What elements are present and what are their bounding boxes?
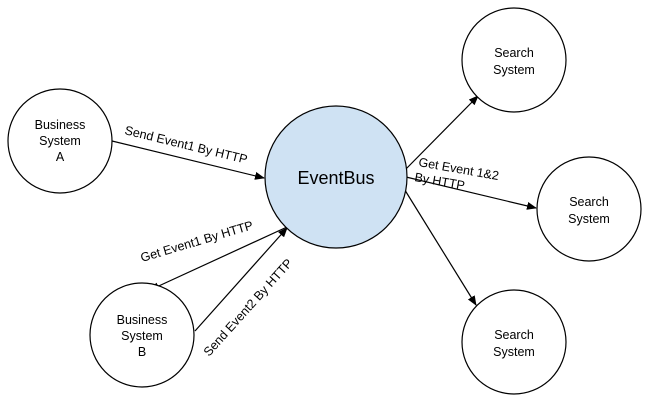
- node-search-mid-label-1: Search: [569, 195, 609, 209]
- node-search-system-top: Search System: [461, 7, 567, 113]
- edge-eventbus-to-search-top: [402, 95, 479, 173]
- edge-a-to-eventbus: [111, 140, 265, 180]
- edge-eventbus-to-search-bottom: [402, 186, 477, 306]
- edge-label-send-event1: Send Event1 By HTTP: [123, 123, 249, 166]
- edge-b-to-eventbus: [194, 227, 288, 332]
- node-search-top-circle: [461, 7, 567, 113]
- node-business-b-label-2: System: [121, 329, 163, 343]
- node-business-system-b: Business System B: [89, 282, 195, 388]
- node-search-bottom-label-2: System: [493, 345, 535, 359]
- node-search-system-bottom: Search System: [461, 289, 567, 395]
- node-search-bottom-label-1: Search: [494, 328, 534, 342]
- node-search-bottom-circle: [461, 289, 567, 395]
- edge-label-get-event1: Get Event1 By HTTP: [139, 218, 255, 265]
- node-business-a-label-3: A: [56, 150, 65, 164]
- node-search-mid-circle: [536, 156, 642, 262]
- node-business-a-label-1: Business: [35, 118, 86, 132]
- node-eventbus-label: EventBus: [297, 168, 374, 188]
- node-business-a-circle: [7, 88, 113, 194]
- node-business-system-a: Business System A: [7, 88, 113, 194]
- node-business-a-label-2: System: [39, 134, 81, 148]
- node-eventbus-circle: [264, 105, 408, 249]
- node-business-b-label-3: B: [138, 345, 146, 359]
- node-search-mid-label-2: System: [568, 212, 610, 226]
- node-search-system-mid: Search System: [536, 156, 642, 262]
- node-search-top-label-1: Search: [494, 46, 534, 60]
- node-eventbus: EventBus: [264, 105, 408, 249]
- node-business-b-label-1: Business: [117, 313, 168, 327]
- edge-eventbus-to-b: [149, 226, 288, 291]
- node-business-b-circle: [89, 282, 195, 388]
- node-search-top-label-2: System: [493, 63, 535, 77]
- edge-eventbus-to-search-mid: [405, 176, 537, 210]
